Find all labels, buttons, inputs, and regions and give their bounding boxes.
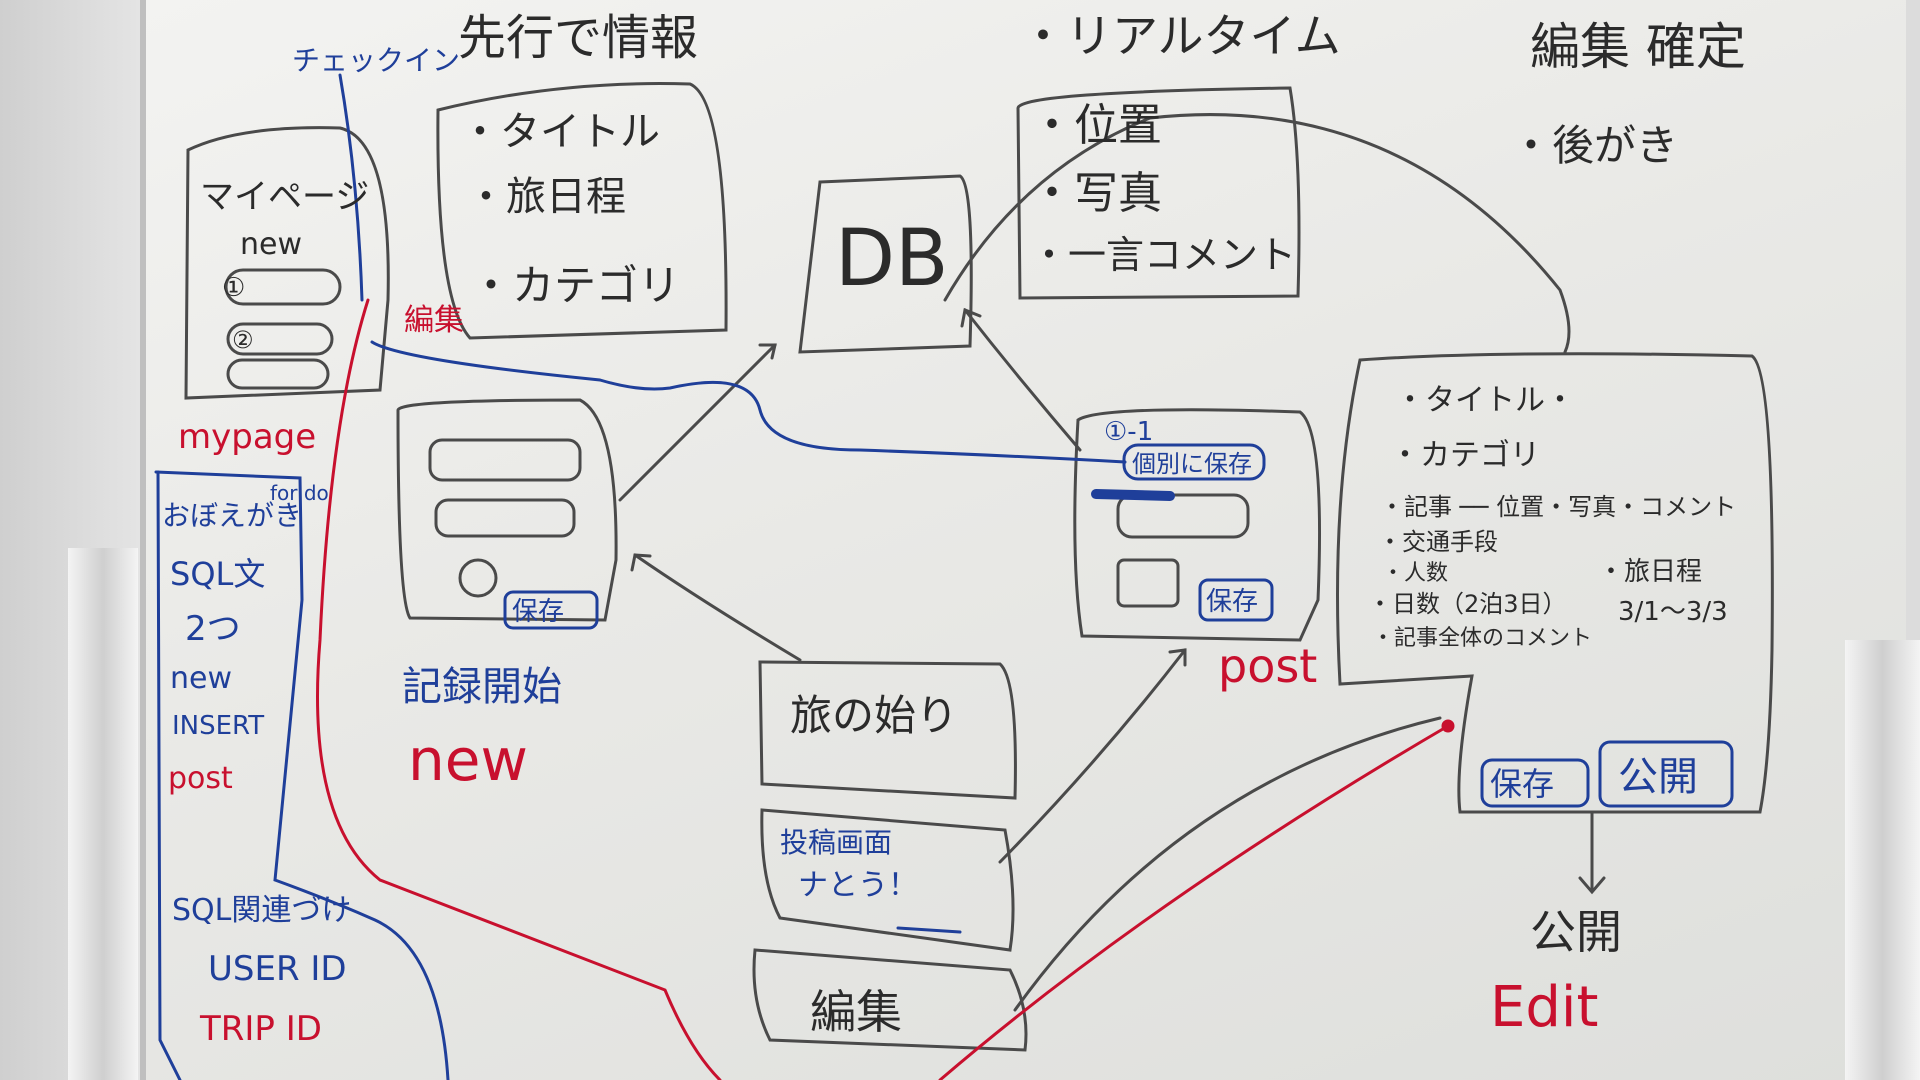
final-item-people: ・人数 <box>1382 561 1448 586</box>
publish-label: 公開 <box>1530 905 1622 959</box>
realtime-item-location: ・位置 <box>1030 100 1162 151</box>
post-form-save: 保存 <box>1206 587 1258 617</box>
post-screen-sub: ナとう！ <box>798 868 918 903</box>
post-screen-underline <box>896 926 962 934</box>
red-flow-line <box>316 298 722 1080</box>
record-form-photo-icon <box>458 558 498 598</box>
realtime-item-photo: ・写真 <box>1030 168 1162 219</box>
afterword: ・後がき <box>1510 121 1678 170</box>
post-form-field <box>1116 493 1250 539</box>
mypage-item-2-number: ② <box>232 326 254 354</box>
post-label: post <box>1218 639 1317 693</box>
post-screen-title: 投稿画面 <box>780 826 892 859</box>
trip-start-box <box>758 660 1017 800</box>
final-save-frame <box>1480 758 1590 808</box>
post-form-pill: 個別に保存 <box>1132 450 1252 478</box>
final-item-transport: ・交通手段 <box>1378 528 1498 556</box>
edit-label: Edit <box>1490 975 1598 1040</box>
red-flow-endpoint <box>1441 719 1455 733</box>
final-item-category: ・カテゴリ <box>1390 438 1540 473</box>
mypage-new: new <box>240 227 302 262</box>
arrow-edit-to-final <box>1013 716 1442 1012</box>
final-item-article: ・記事 ── 位置・写真・コメント <box>1380 493 1736 521</box>
post-screen-box <box>760 808 1015 952</box>
final-save-button: 保存 <box>1490 765 1554 803</box>
mypage-item-2-bar <box>226 322 334 356</box>
prior-item-category: ・カテゴリ <box>470 261 680 310</box>
memo-user-id: USER ID <box>208 949 347 989</box>
final-item-dates: 3/1〜3/3 <box>1618 597 1728 627</box>
memo-sql: SQL文 <box>170 555 265 593</box>
realtime-info-box <box>1016 86 1301 300</box>
whiteboard-left-rail <box>68 548 138 1080</box>
memo-sql-relation: SQL関連づけ <box>172 893 351 928</box>
db-box <box>798 174 973 354</box>
memo-insert: INSERT <box>172 711 264 741</box>
header-realtime: ・リアルタイム <box>1020 9 1341 63</box>
checkin-label: チェックイン <box>292 44 460 77</box>
memo-two: 2つ <box>185 609 241 649</box>
edit-box <box>752 948 1028 1052</box>
arrow-post-screen-to-post-form <box>998 648 1187 864</box>
prior-item-schedule: ・旅日程 <box>466 174 626 220</box>
arrow-trip-start-to-record <box>633 553 802 662</box>
whiteboard-right-rail <box>1845 640 1920 1080</box>
mypage-item-1-number: ① <box>222 273 245 303</box>
blue-flow-line <box>370 340 1127 464</box>
post-form-swipe <box>1091 489 1175 501</box>
final-item-title: ・タイトル・ <box>1395 383 1575 418</box>
red-flow-to-final <box>938 724 1450 1080</box>
trip-start-label: 旅の始り <box>790 691 958 740</box>
memo-trip-id: TRIP ID <box>199 1009 322 1049</box>
realtime-item-comment: ・一言コメント <box>1030 233 1296 277</box>
record-save-frame <box>503 590 599 630</box>
mypage-item-1-bar <box>224 268 342 306</box>
mypage-title: マイページ <box>200 177 369 217</box>
mypage-label: mypage <box>178 417 316 457</box>
memo-for-do: for do <box>270 481 329 505</box>
record-form-field-2 <box>434 498 576 538</box>
header-edit-confirm: 編集 確定 <box>1530 18 1746 76</box>
record-form-phone <box>396 398 618 622</box>
post-save-frame <box>1198 578 1274 622</box>
arrow-post-form-to-db <box>963 308 1082 452</box>
checkin-line <box>338 73 364 302</box>
post-form-number: ①-1 <box>1104 417 1153 447</box>
memo-post: post <box>168 761 233 796</box>
final-item-schedule: ・旅日程 <box>1598 557 1702 587</box>
arrow-record-to-db <box>618 343 777 502</box>
record-form-field-1 <box>428 438 582 482</box>
post-pill-frame <box>1122 443 1266 481</box>
arrow-realtime-to-final <box>943 113 1571 354</box>
final-publish-frame <box>1598 740 1734 808</box>
edit-box-label: 編集 <box>810 985 902 1039</box>
record-new-label: new <box>408 726 528 794</box>
mypage-item-3-bar <box>226 358 330 390</box>
header-prior-info: 先行で情報 <box>458 10 698 66</box>
post-form-phone <box>1073 408 1322 642</box>
memo-title: おぼえがき <box>162 499 302 532</box>
prior-info-box <box>436 82 728 340</box>
final-publish-button: 公開 <box>1618 754 1698 800</box>
record-start-label: 記録開始 <box>402 664 562 710</box>
final-item-overall-comment: ・記事全体のコメント <box>1372 626 1592 651</box>
db-label: DB <box>835 214 949 304</box>
post-form-photo-frame <box>1116 558 1180 608</box>
final-edit-phone <box>1336 352 1774 814</box>
mypage-phone-outline <box>184 126 390 400</box>
memo-panel-outline <box>154 470 450 1080</box>
prior-item-title: ・タイトル <box>460 109 660 155</box>
final-item-days: ・日数（2泊3日） <box>1368 590 1567 618</box>
record-save-button: 保存 <box>512 597 564 627</box>
memo-new: new <box>170 661 232 696</box>
edit-small-label: 編集 <box>404 303 464 338</box>
